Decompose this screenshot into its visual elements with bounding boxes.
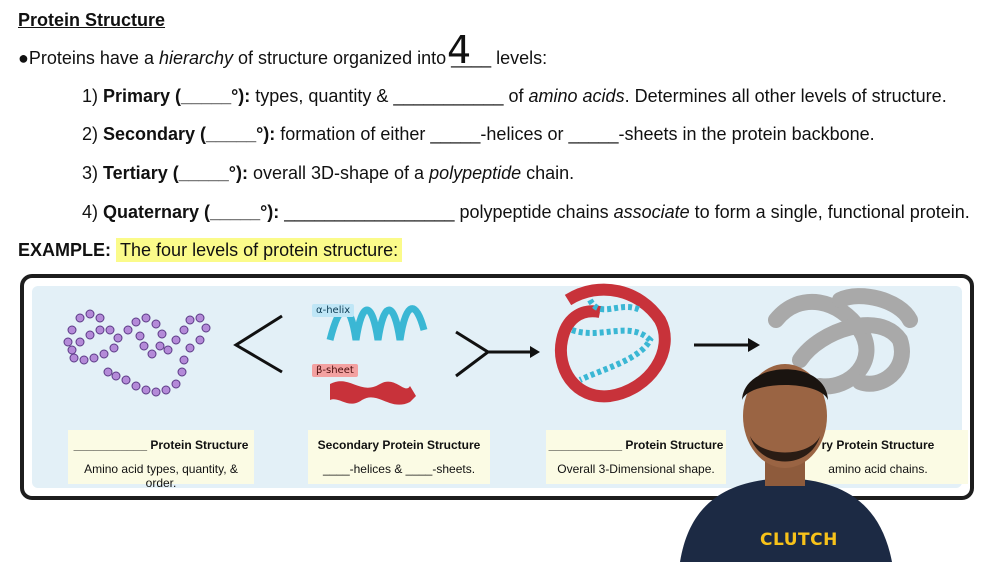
bullet: ● [18, 48, 29, 68]
example-line: EXAMPLE: The four levels of protein stru… [18, 238, 403, 262]
card-tertiary: ___________ Protein Structure Overall 3-… [546, 430, 726, 484]
alpha-helix-label: α-helix [312, 304, 355, 317]
merge-arrow-icon [455, 330, 530, 378]
beta-sheet-label: β-sheet [312, 364, 358, 377]
clutch-logo: CLUTCH [760, 530, 838, 550]
level-4: 4) Quaternary (_____°): ________________… [82, 202, 970, 222]
level-3: 3) Tertiary (_____°): overall 3D-shape o… [82, 163, 575, 183]
card-primary: ___________ Protein Structure Amino acid… [68, 430, 254, 490]
handwritten-answer: 4 [447, 28, 472, 72]
presenter-avatar [680, 364, 892, 562]
amino-acid-chain-icon [63, 309, 211, 397]
beta-sheet-icon [330, 381, 416, 405]
levels-blank: ____ [451, 48, 492, 68]
tertiary-protein-icon [554, 283, 671, 403]
page-title: Protein Structure [18, 10, 166, 30]
example-highlight: The four levels of protein structure: [116, 238, 403, 262]
quaternary-protein-icon [768, 288, 918, 395]
level-1: 1) Primary (_____°): types, quantity & _… [82, 86, 947, 106]
intro-line: ●Proteins have a hierarchy of structure … [18, 48, 548, 68]
level-2: 2) Secondary (_____°): formation of eith… [82, 124, 875, 144]
card-secondary: Secondary Protein Structure ____-helices… [308, 430, 490, 484]
branch-arrow-icon [233, 314, 283, 374]
